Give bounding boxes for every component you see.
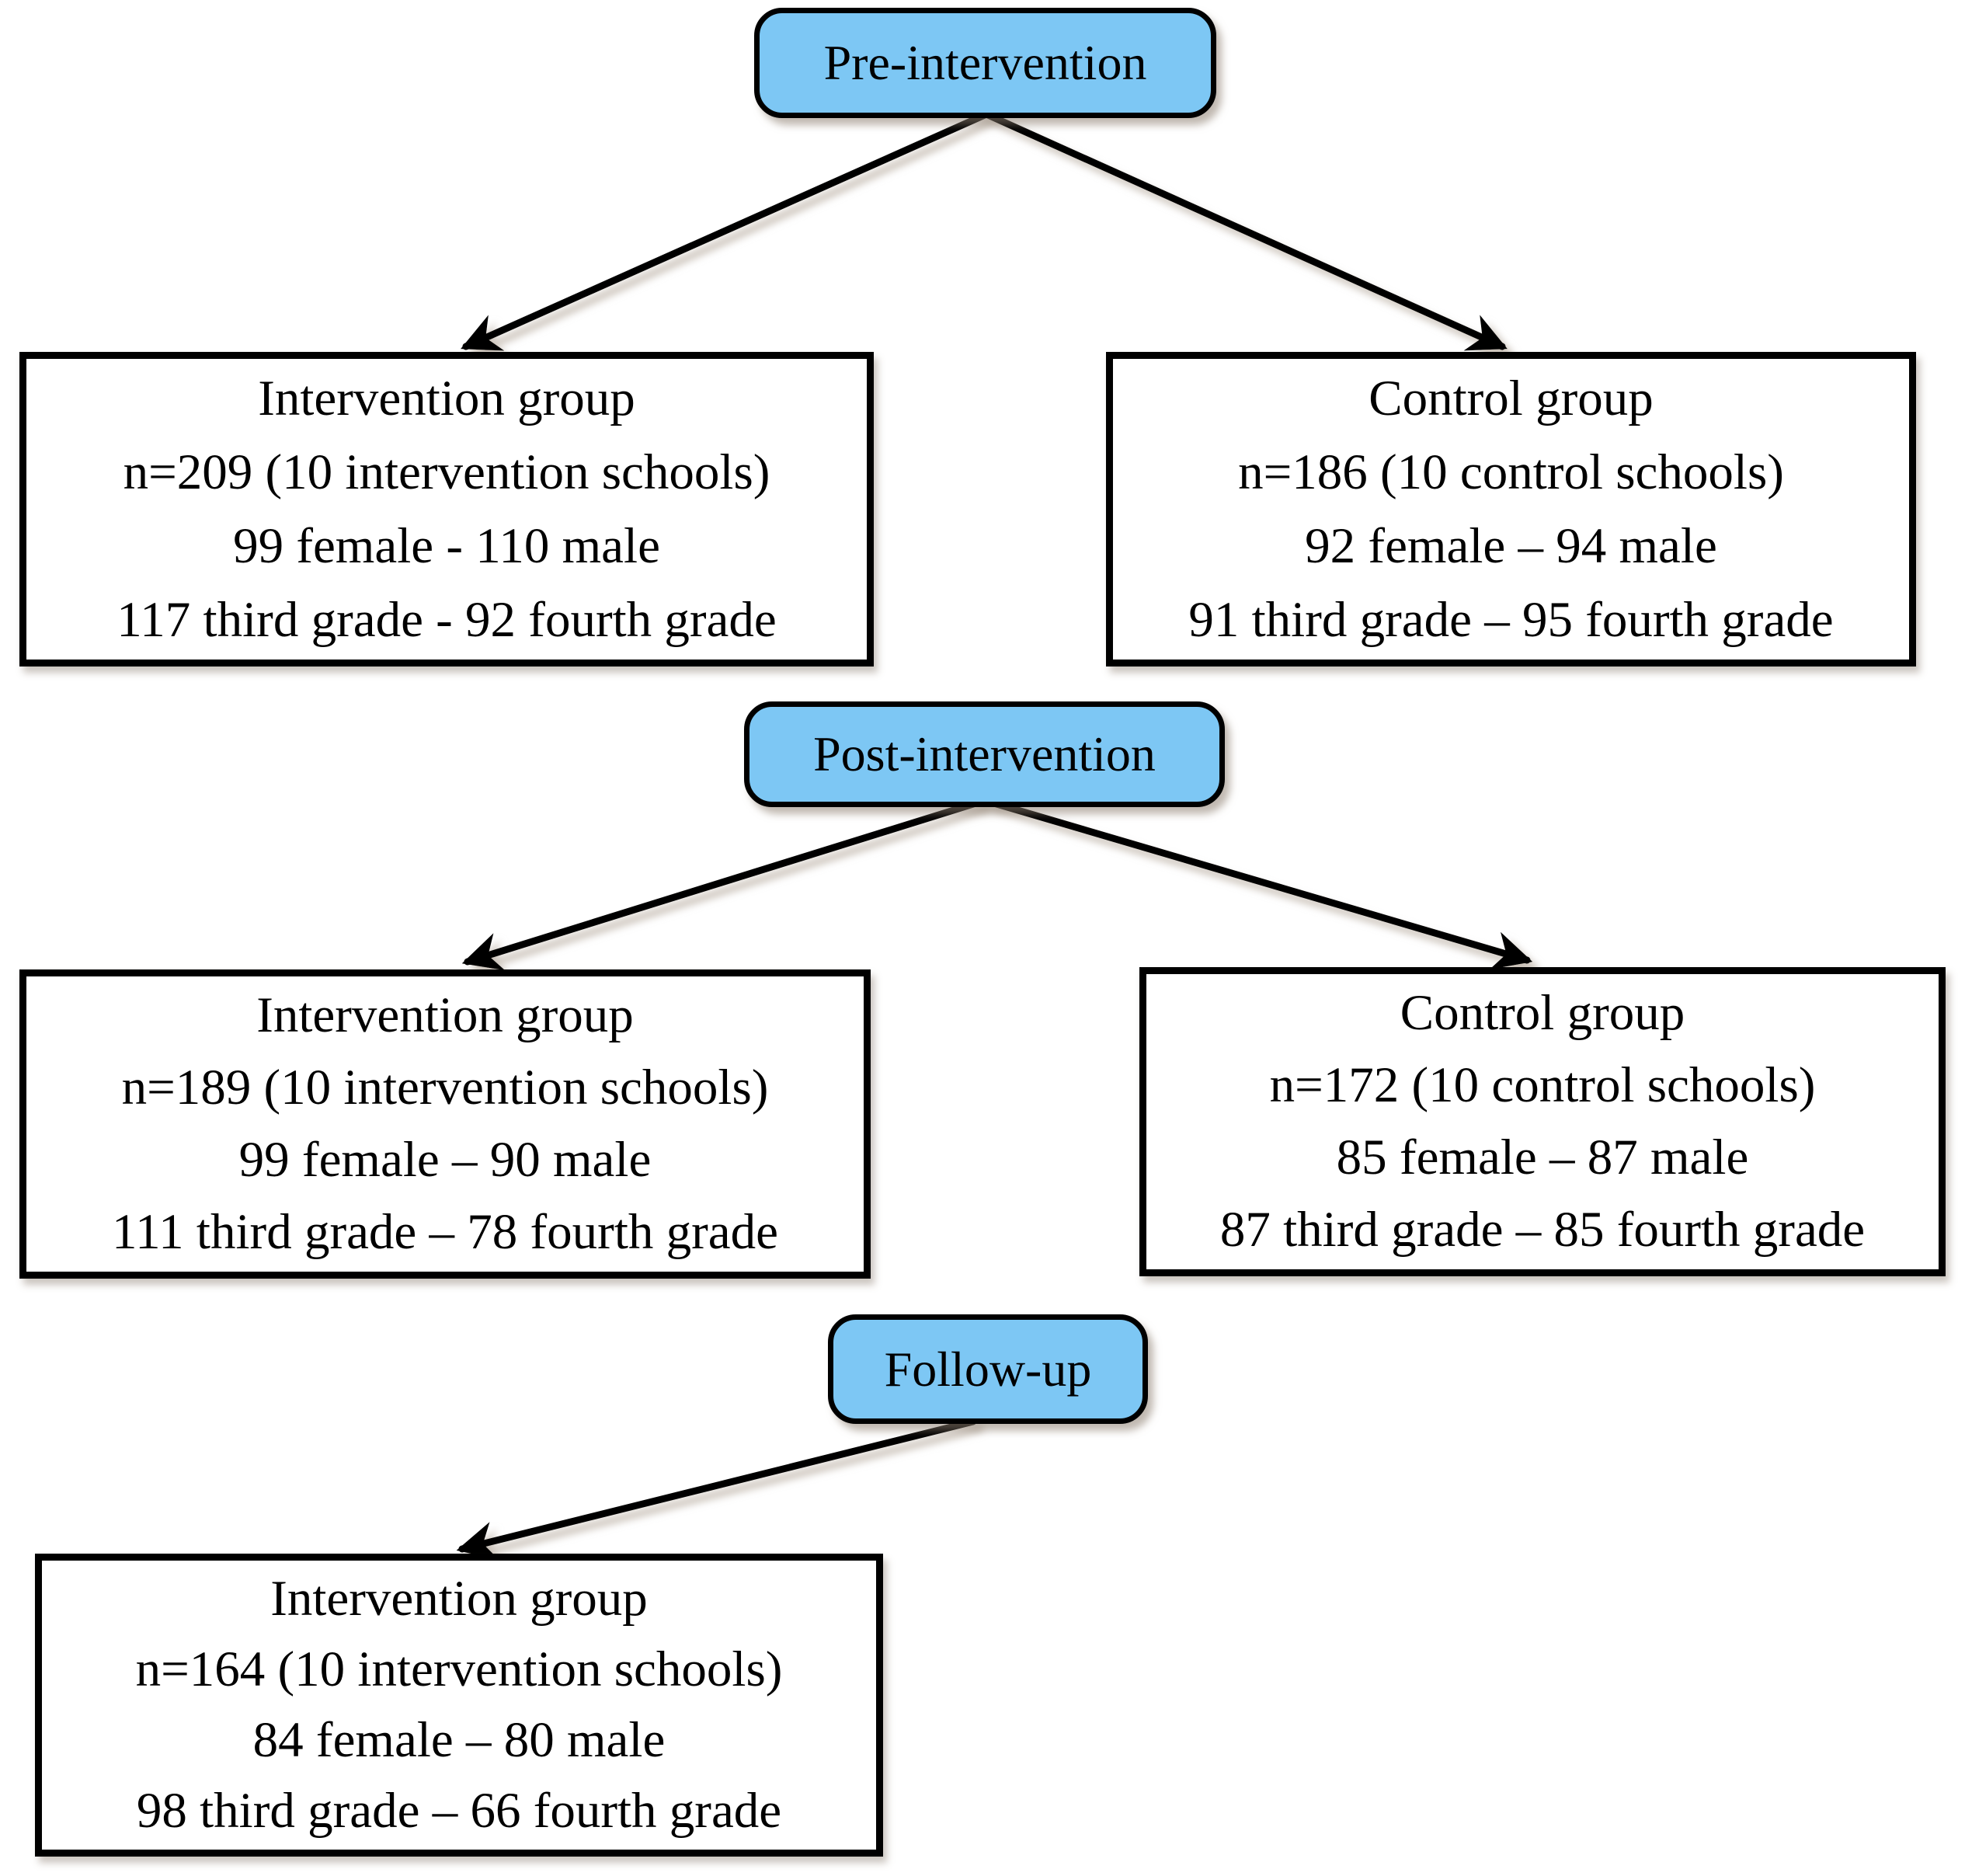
group-box-post-intervention-group: Intervention group n=189 (10 interventio…	[19, 969, 871, 1279]
arrow-pre-to-intervention-group	[461, 111, 989, 351]
arrow-post-to-control-group	[985, 798, 1533, 970]
group-n-line: n=172 (10 control schools)	[1269, 1057, 1816, 1114]
group-gender-line: 99 female – 90 male	[238, 1132, 652, 1189]
group-title: Control group	[1369, 371, 1654, 427]
group-box-pre-intervention-group: Intervention group n=209 (10 interventio…	[19, 352, 874, 667]
group-grade-line: 87 third grade – 85 fourth grade	[1219, 1202, 1866, 1258]
stage-pill-pre-intervention: Pre-intervention	[754, 8, 1216, 118]
group-grade-line: 91 third grade – 95 fourth grade	[1188, 591, 1834, 648]
group-box-pre-control-group: Control group n=186 (10 control schools)…	[1106, 352, 1916, 667]
group-grade-line: 111 third grade – 78 fourth grade	[112, 1204, 778, 1261]
group-grade-line: 98 third grade – 66 fourth grade	[136, 1783, 782, 1839]
group-title: Intervention group	[270, 1571, 648, 1627]
group-box-post-control-group: Control group n=172 (10 control schools)…	[1139, 967, 1946, 1276]
group-n-line: n=164 (10 intervention schools)	[135, 1641, 783, 1698]
stage-pill-post-intervention: Post-intervention	[744, 701, 1225, 807]
arrow-followup-to-intervention-group	[456, 1418, 977, 1561]
group-box-followup-intervention-group: Intervention group n=164 (10 interventio…	[35, 1554, 883, 1857]
arrow-post-to-intervention-group	[461, 798, 985, 971]
group-n-line: n=186 (10 control schools)	[1238, 444, 1784, 500]
group-gender-line: 99 female - 110 male	[233, 517, 660, 574]
group-gender-line: 84 female – 80 male	[252, 1712, 666, 1769]
stage-pill-follow-up: Follow-up	[828, 1314, 1148, 1424]
arrow-pre-to-control-group	[984, 111, 1508, 351]
group-n-line: n=209 (10 intervention schools)	[123, 444, 770, 500]
group-n-line: n=189 (10 intervention schools)	[121, 1060, 769, 1116]
group-gender-line: 85 female – 87 male	[1336, 1129, 1749, 1186]
group-title: Intervention group	[256, 987, 634, 1044]
group-gender-line: 92 female – 94 male	[1305, 517, 1717, 574]
group-title: Intervention group	[258, 371, 635, 427]
group-grade-line: 117 third grade - 92 fourth grade	[117, 591, 777, 648]
group-title: Control group	[1400, 985, 1685, 1042]
stage-label: Follow-up	[884, 1341, 1092, 1397]
stage-label: Post-intervention	[813, 726, 1156, 781]
stage-label: Pre-intervention	[823, 35, 1147, 90]
